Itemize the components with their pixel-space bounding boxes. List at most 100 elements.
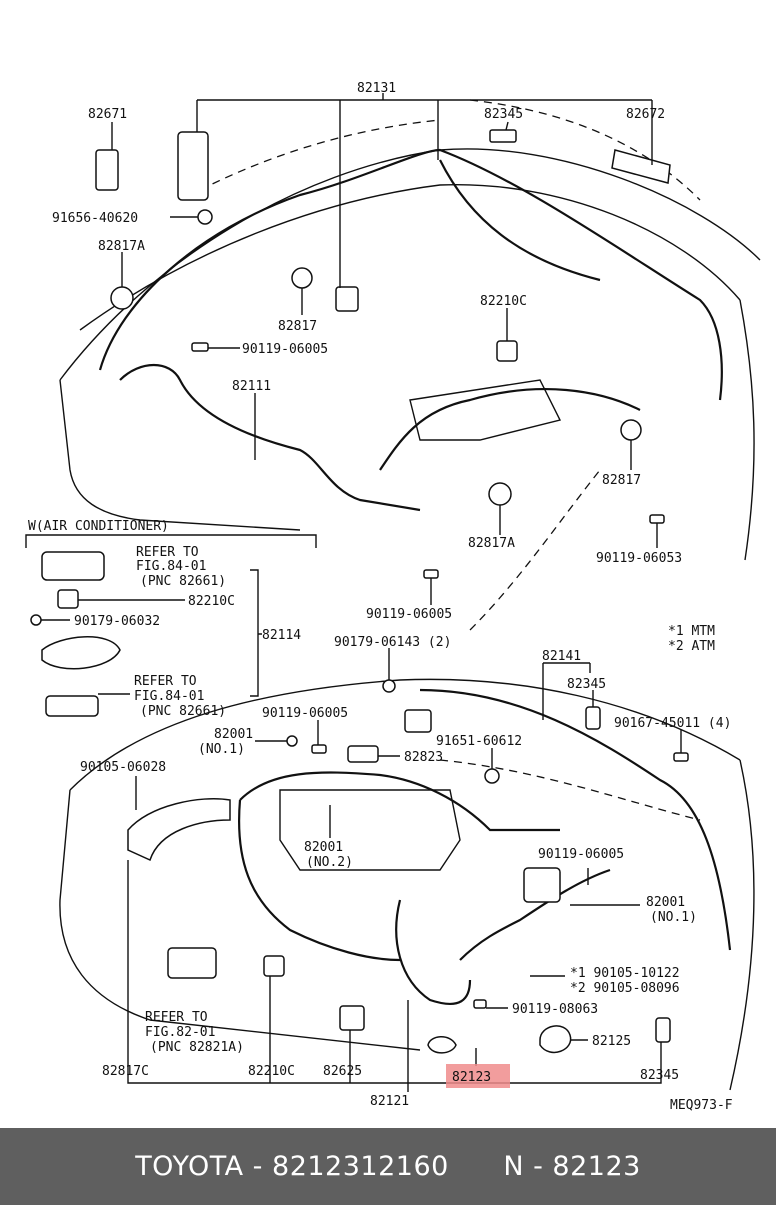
label-82671: 82671	[88, 107, 127, 122]
harness-lower-right	[419, 688, 732, 951]
part-82817-upper	[291, 267, 313, 289]
label-mtm: *1 MTM	[668, 624, 715, 639]
label-refer-3b: FIG.82-01	[145, 1025, 215, 1040]
body-outline-upper-inner	[79, 183, 741, 331]
part-number: 8212312160	[272, 1151, 449, 1182]
body-dash-2	[469, 99, 701, 201]
part-82210C-lower	[263, 955, 285, 977]
label-90105-a: 90105-06028	[80, 760, 166, 775]
body-fender-right	[739, 299, 755, 561]
highlight-82123	[446, 1064, 510, 1088]
part-82817A-upper	[110, 286, 134, 310]
leader-82141	[542, 662, 591, 720]
label-refer-1a: REFER TO	[136, 545, 199, 560]
part-82345-lower	[655, 1017, 671, 1043]
label-82001-no2: 82001	[304, 840, 343, 855]
part-82817-right	[620, 419, 642, 441]
label-82345-mid: 82345	[567, 677, 606, 692]
label-82823: 82823	[404, 750, 443, 765]
label-90119-f: 90119-08063	[512, 1002, 598, 1017]
part-82625	[339, 1005, 365, 1031]
harness-lower-main	[239, 771, 560, 832]
spacer	[449, 1151, 504, 1182]
label-82114: 82114	[262, 628, 301, 643]
part-82141-connector	[404, 709, 432, 733]
label-90167: 90167-45011 (4)	[614, 716, 731, 731]
brand-name: TOYOTA	[135, 1151, 244, 1182]
label-82001-no1-sub: (NO.1)	[198, 742, 245, 757]
ac-inset-bracket	[25, 534, 317, 548]
label-82672: 82672	[626, 107, 665, 122]
label-82001-no2-sub: (NO.2)	[306, 855, 353, 870]
label-82817C: 82817C	[102, 1064, 149, 1079]
label-82111: 82111	[232, 379, 271, 394]
label-refer-2a: REFER TO	[134, 674, 197, 689]
label-91656: 91656-40620	[52, 211, 138, 226]
leader-82131	[196, 93, 653, 288]
harness-lower-engine	[459, 868, 611, 961]
label-90119-b: 90119-06053	[596, 551, 682, 566]
part-82123-ground	[427, 1036, 457, 1054]
part-91651-bolt	[484, 768, 500, 784]
label-refer-2b: FIG.84-01	[134, 689, 204, 704]
part-82210C-upper	[496, 340, 518, 362]
body-dash-1	[199, 119, 441, 191]
part-82131-connector	[177, 131, 209, 201]
leader-82345-top	[505, 121, 509, 131]
part-82001-no1-clip	[286, 735, 298, 747]
label-refer-3a: REFER TO	[145, 1010, 208, 1025]
part-ac-relay-block	[41, 551, 105, 581]
label-90119-c: 90119-06005	[366, 607, 452, 622]
part-82210C-ac	[57, 589, 79, 609]
lower-body-dash	[439, 759, 701, 821]
label-meq973: MEQ973-F	[670, 1098, 733, 1113]
label-82123: 82123	[452, 1070, 491, 1085]
wiring-harness-diagram: 82131 82671 82345 82672 91656-40620 8281…	[25, 81, 761, 1113]
part-90119-bolt-d	[311, 744, 327, 754]
part-82345-mid	[585, 706, 601, 730]
harness-lower-branch	[238, 799, 401, 962]
part-90105-bracket	[127, 798, 231, 862]
body-outline-upper	[59, 148, 761, 381]
label-82210C-ac: 82210C	[188, 594, 235, 609]
harness-upper-engine	[379, 388, 641, 471]
label-90119-d: 90119-06005	[262, 706, 348, 721]
label-w-air-conditioner: W(AIR CONDITIONER)	[28, 519, 169, 534]
label-82817-right: 82817	[602, 473, 641, 488]
part-82345-top	[489, 129, 517, 143]
label-82345-lower: 82345	[640, 1068, 679, 1083]
ac-82114-bracket	[250, 569, 262, 697]
label-82001-no1: 82001	[214, 727, 253, 742]
part-90179-ac	[30, 614, 42, 626]
label-90105-b: *1 90105-10122	[570, 966, 680, 981]
label-90119-a: 90119-06005	[242, 342, 328, 357]
label-82817-upper: 82817	[278, 319, 317, 334]
lower-body-right	[729, 759, 755, 1091]
label-refer-1c: (PNC 82661)	[140, 574, 226, 589]
lower-body-outline-2	[59, 789, 421, 1051]
label-82817A-upper: 82817A	[98, 239, 145, 254]
label-82345-top: 82345	[484, 107, 523, 122]
label-82001-c: 82001	[646, 895, 685, 910]
harness-upper-cross	[439, 159, 601, 282]
part-82817C	[167, 947, 217, 979]
engine-block-top	[409, 379, 562, 441]
body-dash-3	[469, 469, 601, 631]
part-91656-clip	[197, 209, 213, 225]
label-82131: 82131	[357, 81, 396, 96]
label-refer-1b: FIG.84-01	[136, 559, 206, 574]
label-82001-c-sub: (NO.1)	[650, 910, 697, 925]
body-fender-left	[59, 379, 301, 531]
label-90105-c: *2 90105-08096	[570, 981, 680, 996]
label-82817A-middle: 82817A	[468, 536, 515, 551]
separator-dash: -	[243, 1151, 273, 1182]
part-90119-bolt-a	[191, 342, 209, 352]
part-82823	[347, 745, 379, 763]
label-90119-e: 90119-06005	[538, 847, 624, 862]
label-91651: 91651-60612	[436, 734, 522, 749]
label-82625: 82625	[323, 1064, 362, 1079]
label-90179-ac: 90179-06032	[74, 614, 160, 629]
part-82114-harness	[41, 636, 121, 670]
part-90179-grommet	[382, 679, 396, 693]
part-90119-bolt-c	[423, 569, 439, 579]
